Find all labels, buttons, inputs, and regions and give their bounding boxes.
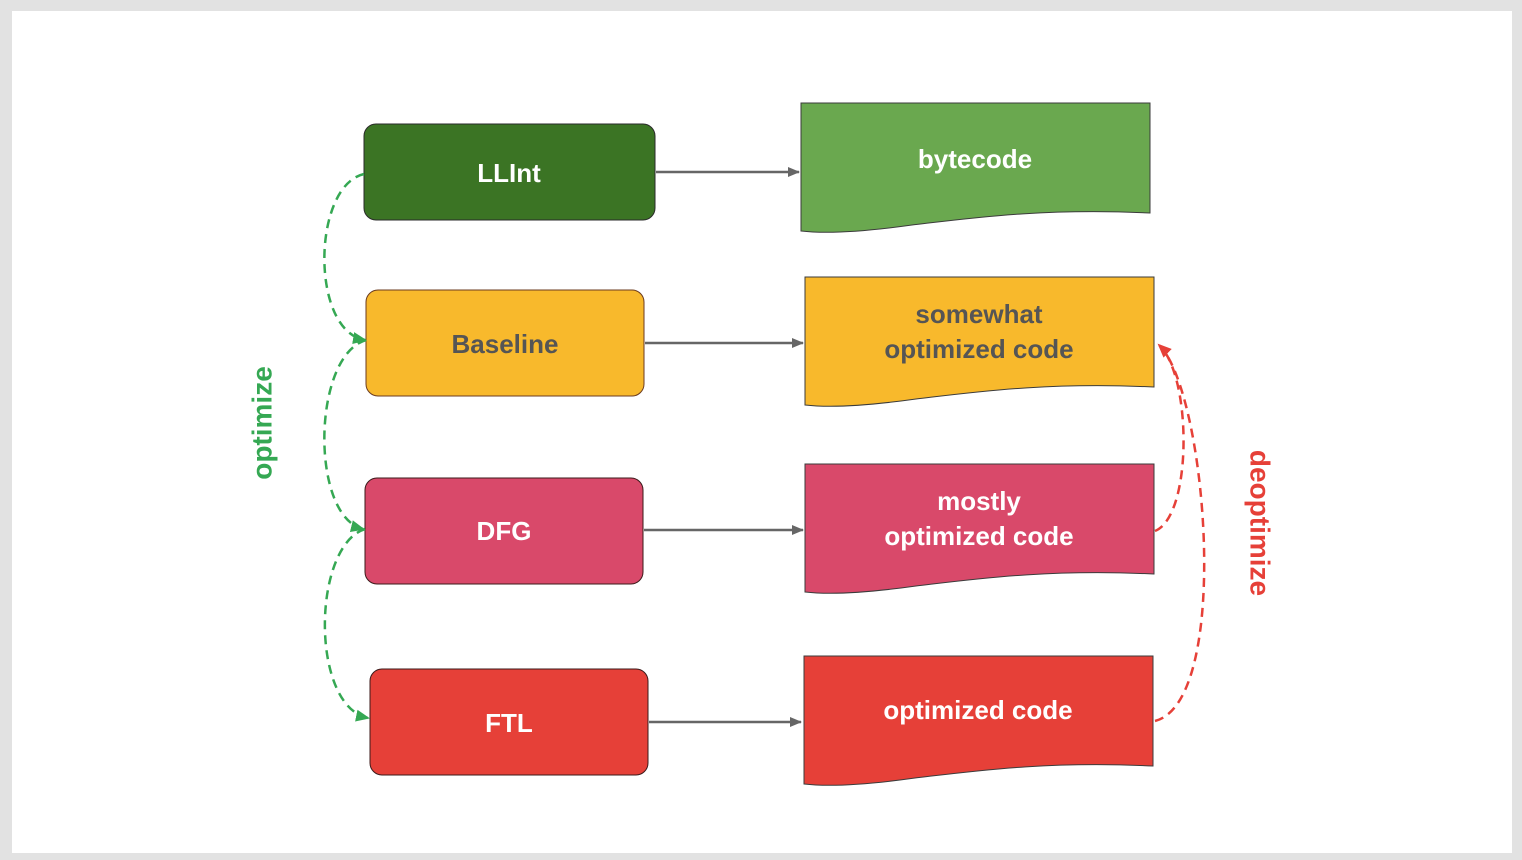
tier-ftl: FTL [369, 668, 649, 776]
tier-llint: LLInt [363, 123, 656, 221]
tier-baseline: Baseline [365, 289, 645, 397]
diagram-canvas: LLInt bytecode Baseline somewhat optimiz… [12, 11, 1512, 853]
llint-label: LLInt [477, 158, 541, 188]
deoptimize-arrow-dfg [1154, 346, 1185, 533]
mostly-optimized-line1: mostly [937, 486, 1021, 516]
optimize-arrow-baseline-dfg [323, 338, 367, 532]
bytecode-label: bytecode [918, 144, 1032, 174]
optimize-arrow-dfg-ftl [323, 527, 370, 722]
ftl-label: FTL [485, 708, 533, 738]
dfg-label: DFG [477, 516, 532, 546]
somewhat-optimized-line2: optimized code [884, 334, 1073, 364]
tier-dfg: DFG [364, 477, 644, 585]
output-bytecode: bytecode [800, 102, 1151, 233]
ftl-box [369, 668, 649, 776]
optimize-arrows [323, 172, 370, 722]
somewhat-optimized-line1: somewhat [915, 299, 1042, 329]
output-mostly-optimized: mostly optimized code [804, 463, 1155, 594]
deoptimize-arrows [1154, 343, 1206, 723]
mostly-optimized-line2: optimized code [884, 521, 1073, 551]
optimized-doc [803, 655, 1154, 786]
deoptimize-arrow-ftl [1154, 343, 1206, 723]
output-somewhat-optimized: somewhat optimized code [804, 276, 1155, 407]
output-optimized: optimized code [803, 655, 1154, 786]
bytecode-doc [800, 102, 1151, 233]
deoptimize-label: deoptimize [1245, 450, 1276, 596]
optimize-arrow-llint-baseline [323, 172, 367, 344]
baseline-label: Baseline [452, 329, 559, 359]
llint-box [363, 123, 656, 221]
optimized-label: optimized code [883, 695, 1072, 725]
tier-diagram: LLInt bytecode Baseline somewhat optimiz… [247, 102, 1276, 786]
mostly-optimized-doc [804, 463, 1155, 594]
optimize-label: optimize [247, 366, 278, 480]
dfg-box [364, 477, 644, 585]
somewhat-optimized-doc [804, 276, 1155, 407]
